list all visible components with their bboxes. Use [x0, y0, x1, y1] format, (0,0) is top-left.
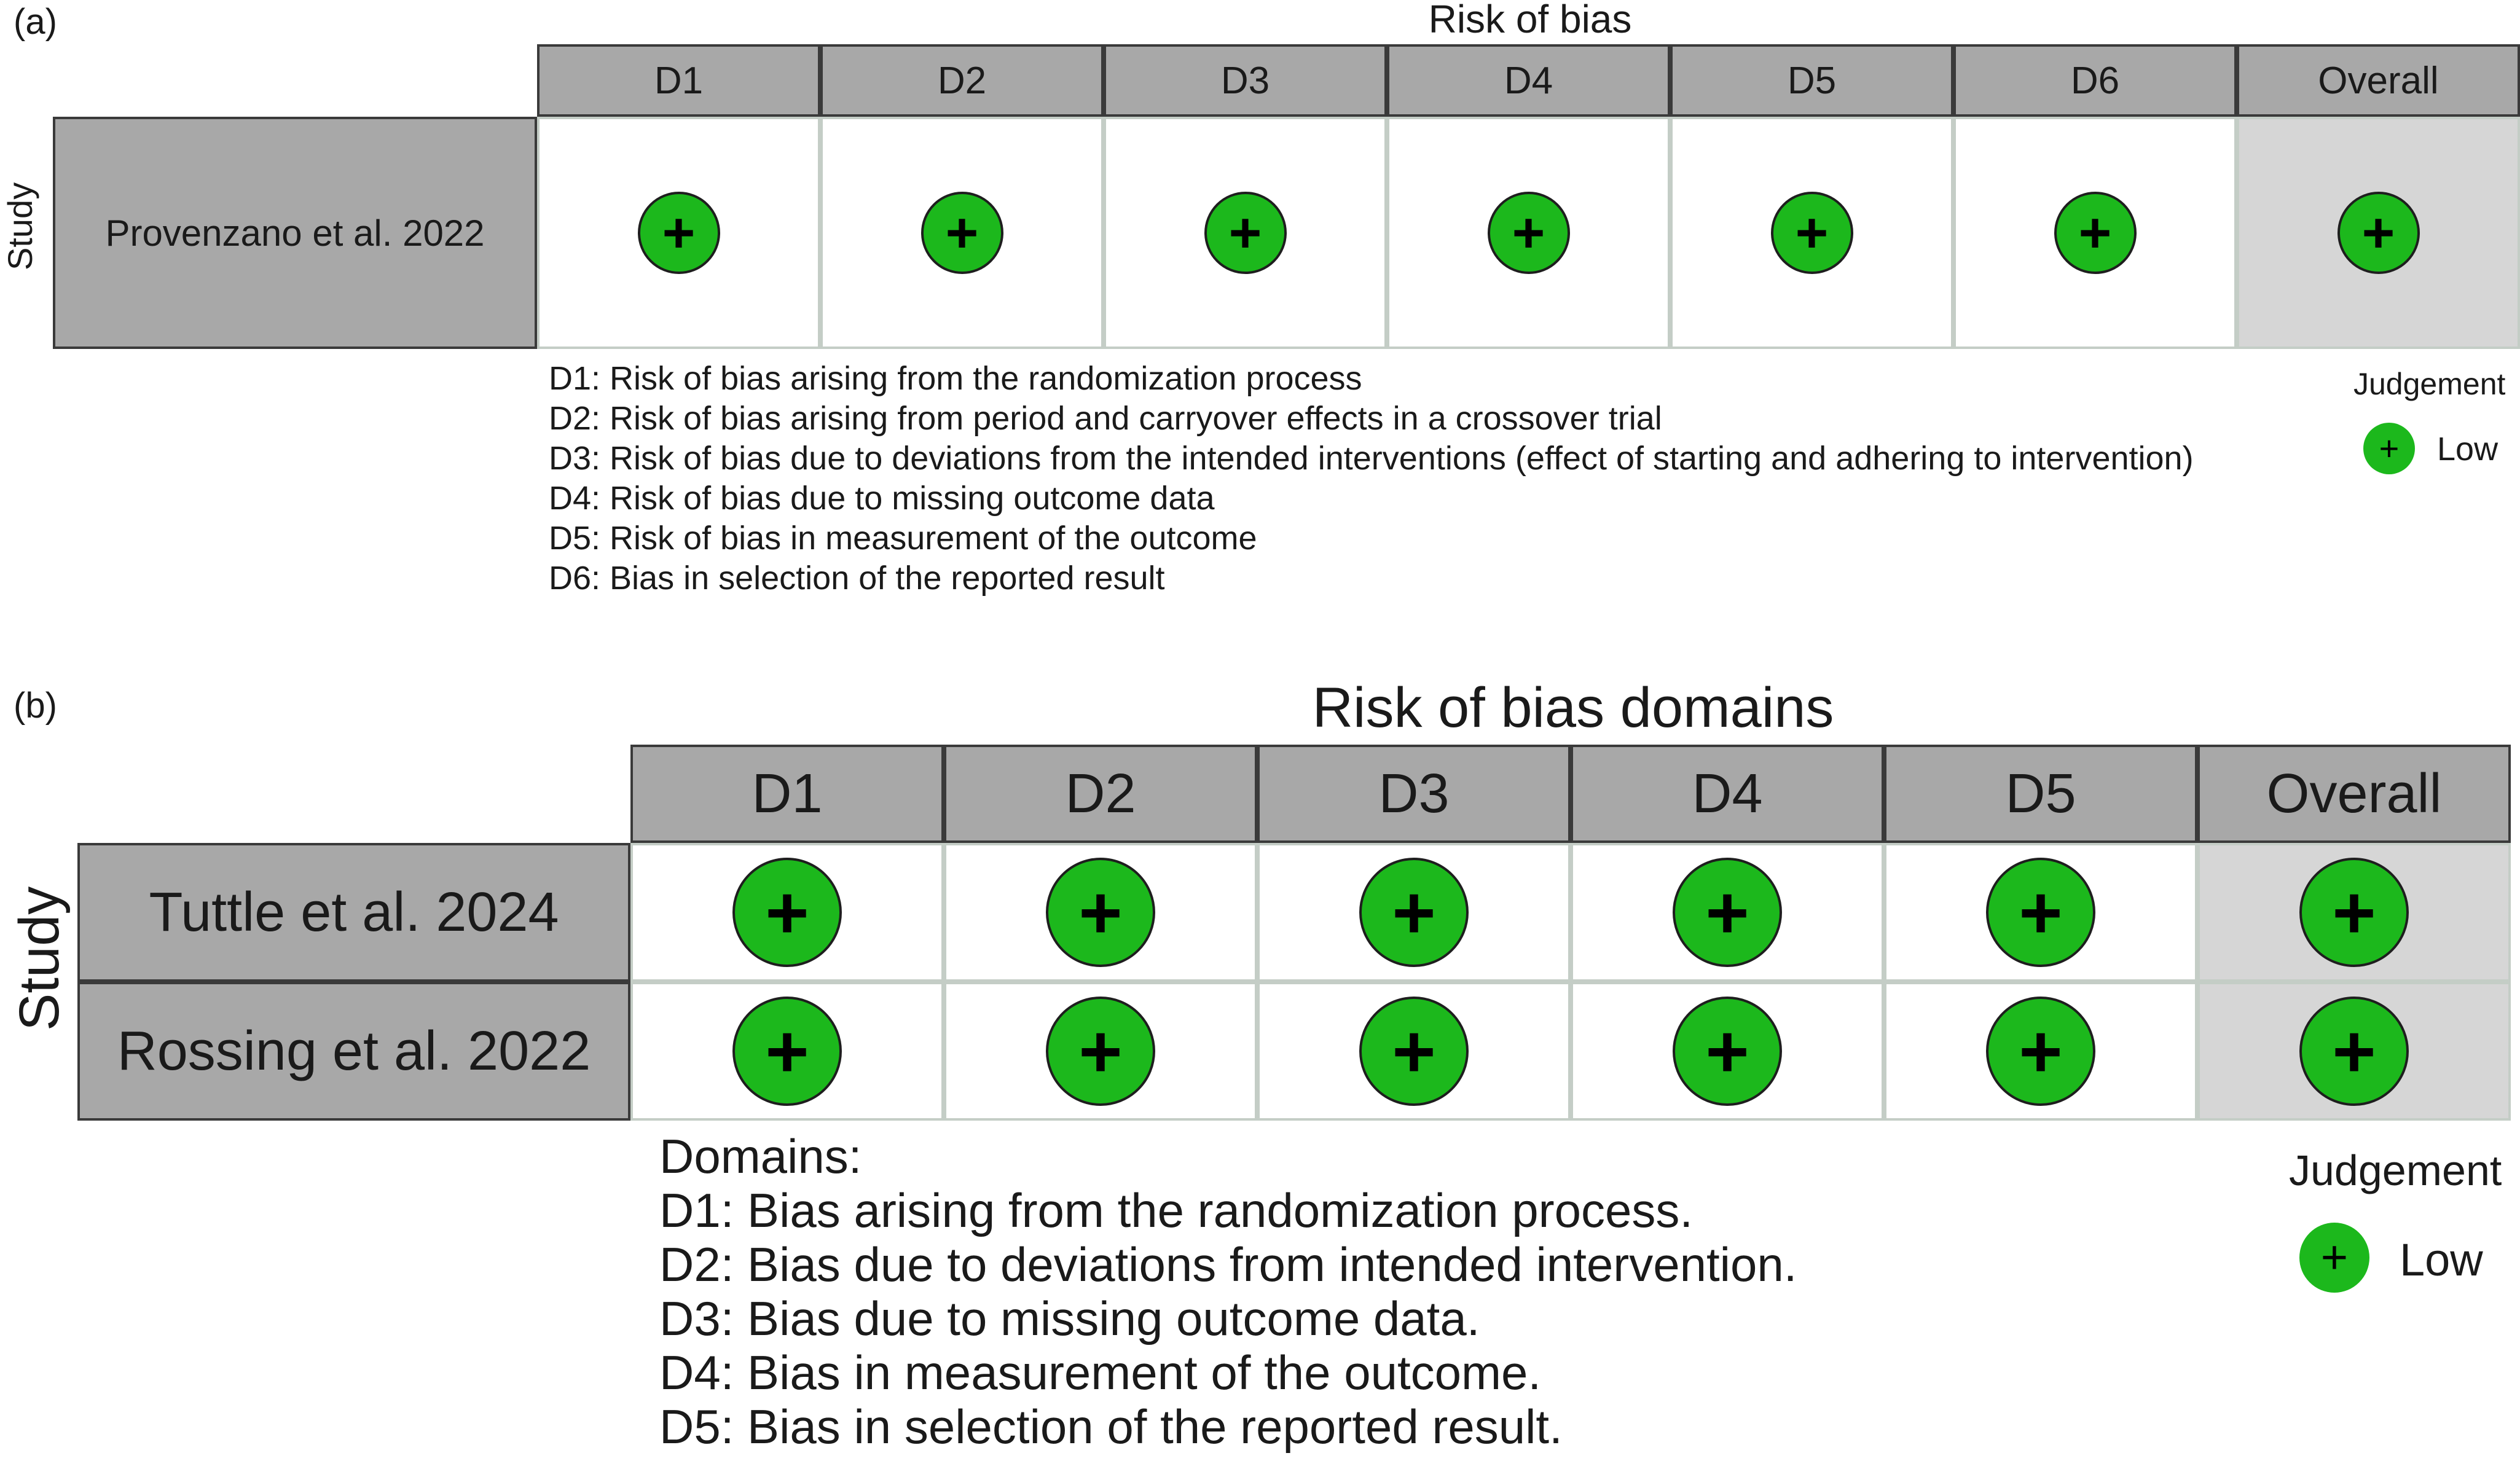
low-risk-plus-icon: +: [2299, 858, 2409, 967]
panel-a-judgement-cell: +: [1953, 117, 2237, 349]
panel-a-study-axis-label: Study: [1, 182, 39, 270]
low-risk-plus-icon: +: [1204, 192, 1287, 274]
panel-b-domain-d2: D2: Bias due to deviations from intended…: [659, 1237, 1797, 1291]
panel-a-domain-d6: D6: Bias in selection of the reported re…: [549, 560, 1165, 597]
panel-b-legend-title: Judgement: [2289, 1146, 2502, 1194]
panel-b-judgement-cell: +: [1571, 982, 1884, 1121]
panel-b-column-header-d3: D3: [1257, 745, 1571, 843]
panel-b-study-name: Rossing et al. 2022: [77, 982, 630, 1121]
low-risk-plus-icon: +: [2299, 997, 2409, 1106]
panel-b-corner: [77, 745, 630, 843]
low-risk-plus-icon: +: [732, 858, 842, 967]
panel-b-legend-low-label: Low: [2400, 1234, 2483, 1285]
panel-b-judgement-cell: +: [944, 843, 1257, 982]
panel-a-judgement-cell: +: [537, 117, 820, 349]
panel-b-column-header-d4: D4: [1571, 745, 1884, 843]
panel-a-judgement-cell: +: [2237, 117, 2520, 349]
panel-b-domain-d1: D1: Bias arising from the randomization …: [659, 1183, 1694, 1237]
panel-a-judgement-cell: +: [1387, 117, 1670, 349]
panel-b-column-header-overall: Overall: [2197, 745, 2511, 843]
panel-b-judgement-cell: +: [630, 982, 944, 1121]
low-risk-plus-icon: +: [637, 192, 720, 274]
low-risk-plus-icon: +: [1986, 858, 2095, 967]
panel-b-judgement-cell: +: [1571, 843, 1884, 982]
panel-b-study-axis-label: Study: [8, 886, 71, 1031]
panel-b-domain-d5: D5: Bias in selection of the reported re…: [659, 1400, 1563, 1454]
panel-b-judgement-cell: +: [1257, 843, 1571, 982]
panel-a-legend-title: Judgement: [2353, 367, 2506, 401]
low-risk-plus-icon: +: [1487, 192, 1570, 274]
panel-b-legend-low-icon: +: [2299, 1223, 2369, 1293]
panel-a-domain-d5: D5: Risk of bias in measurement of the o…: [549, 520, 1257, 557]
panel-a-column-header-d2: D2: [820, 44, 1104, 117]
panel-b-judgement-cell: +: [630, 843, 944, 982]
panel-b-judgement-cell: +: [2197, 843, 2511, 982]
panel-b-judgement-cell: +: [944, 982, 1257, 1121]
panel-a-title: Risk of bias: [1428, 0, 1632, 41]
panel-b-label: (b): [14, 686, 57, 726]
panel-a-column-header-d1: D1: [537, 44, 820, 117]
panel-a-label: (a): [14, 2, 57, 42]
low-risk-plus-icon: +: [1046, 858, 1155, 967]
low-risk-plus-icon: +: [732, 997, 842, 1106]
panel-b-domain-d4: D4: Bias in measurement of the outcome.: [659, 1345, 1542, 1400]
panel-a-domain-list: D1: Risk of bias arising from the random…: [549, 359, 2194, 598]
low-risk-plus-icon: +: [1359, 858, 1469, 967]
panel-a-domain-d4: D4: Risk of bias due to missing outcome …: [549, 480, 1215, 517]
low-risk-plus-icon: +: [920, 192, 1003, 274]
panel-b-title: Risk of bias domains: [1312, 676, 1834, 739]
low-risk-plus-icon: +: [1673, 858, 1782, 967]
low-risk-plus-icon: +: [1673, 997, 1782, 1106]
panel-b-judgement-cell: +: [1257, 982, 1571, 1121]
panel-b-study-name: Tuttle et al. 2024: [77, 843, 630, 982]
panel-a-column-header-d3: D3: [1104, 44, 1387, 117]
low-risk-plus-icon: +: [1986, 997, 2095, 1106]
low-risk-plus-icon: +: [1359, 997, 1469, 1106]
panel-a-judgement-cell: +: [820, 117, 1104, 349]
panel-b-column-header-d1: D1: [630, 745, 944, 843]
panel-b-judgement-cell: +: [1884, 843, 2197, 982]
panel-a-column-header-d4: D4: [1387, 44, 1670, 117]
panel-b-column-header-d5: D5: [1884, 745, 2197, 843]
panel-a-legend-low-label: Low: [2437, 431, 2498, 468]
panel-a-study-name: Provenzano et al. 2022: [53, 117, 537, 349]
low-risk-plus-icon: +: [1770, 192, 1853, 274]
panel-a-judgement-cell: +: [1104, 117, 1387, 349]
panel-b-judgement-cell: +: [2197, 982, 2511, 1121]
panel-b-domains-heading: Domains:: [659, 1129, 862, 1183]
panel-a-legend-low-icon: +: [2363, 423, 2415, 474]
panel-a-domain-d1: D1: Risk of bias arising from the random…: [549, 360, 1362, 397]
panel-b-domain-list: Domains: D1: Bias arising from the rando…: [659, 1129, 1797, 1454]
panel-a-domain-d2: D2: Risk of bias arising from period and…: [549, 400, 1662, 437]
panel-b-domain-d3: D3: Bias due to missing outcome data.: [659, 1291, 1480, 1345]
low-risk-plus-icon: +: [1046, 997, 1155, 1106]
panel-a-domain-d3: D3: Risk of bias due to deviations from …: [549, 440, 2194, 477]
panel-a-column-header-overall: Overall: [2237, 44, 2520, 117]
low-risk-plus-icon: +: [2054, 192, 2137, 274]
panel-a-column-header-d6: D6: [1953, 44, 2237, 117]
panel-a-column-header-d5: D5: [1670, 44, 1953, 117]
low-risk-plus-icon: +: [2337, 192, 2420, 274]
panel-a-judgement-cell: +: [1670, 117, 1953, 349]
panel-a-corner: [53, 44, 537, 117]
panel-b-judgement-cell: +: [1884, 982, 2197, 1121]
panel-b-column-header-d2: D2: [944, 745, 1257, 843]
